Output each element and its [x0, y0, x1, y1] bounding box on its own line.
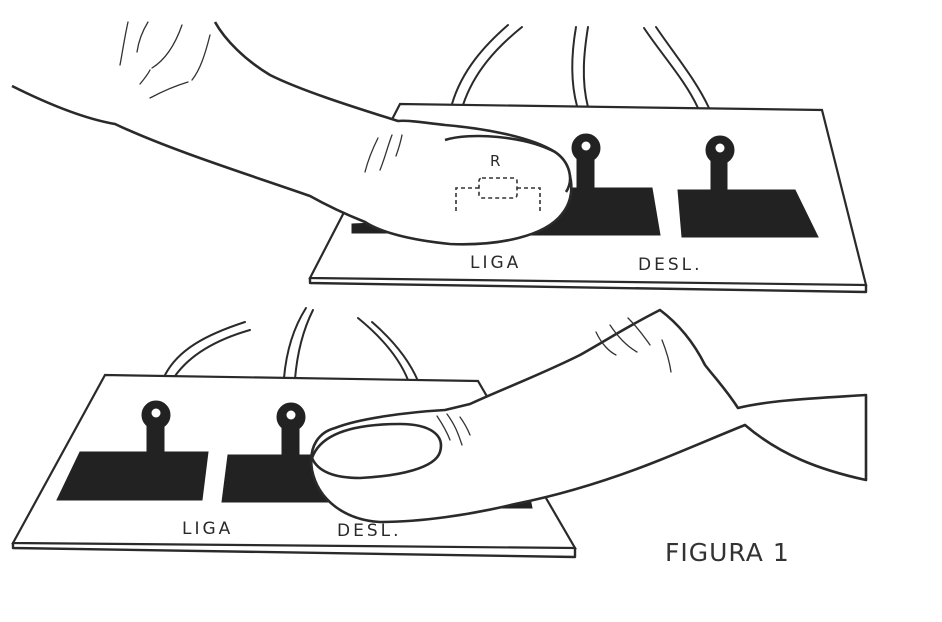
- figure-caption: FIGURA 1: [665, 538, 790, 567]
- top-hand: [11, 21, 573, 246]
- top-label-liga: LIGA: [470, 253, 522, 273]
- bottom-panel: [11, 307, 868, 559]
- top-label-desl: DESL.: [638, 255, 703, 275]
- bottom-label-liga: LIGA: [182, 519, 234, 539]
- resistor-label: R: [490, 152, 501, 170]
- bottom-label-desl: DESL.: [337, 521, 402, 541]
- resistor-symbol: [455, 177, 541, 212]
- top-panel: [11, 21, 868, 294]
- bottom-hand: [309, 308, 868, 524]
- top-wires: [451, 24, 710, 109]
- bottom-contact-liga: [56, 400, 209, 501]
- top-contact-desl: [677, 135, 819, 238]
- bottom-wires: [164, 307, 419, 382]
